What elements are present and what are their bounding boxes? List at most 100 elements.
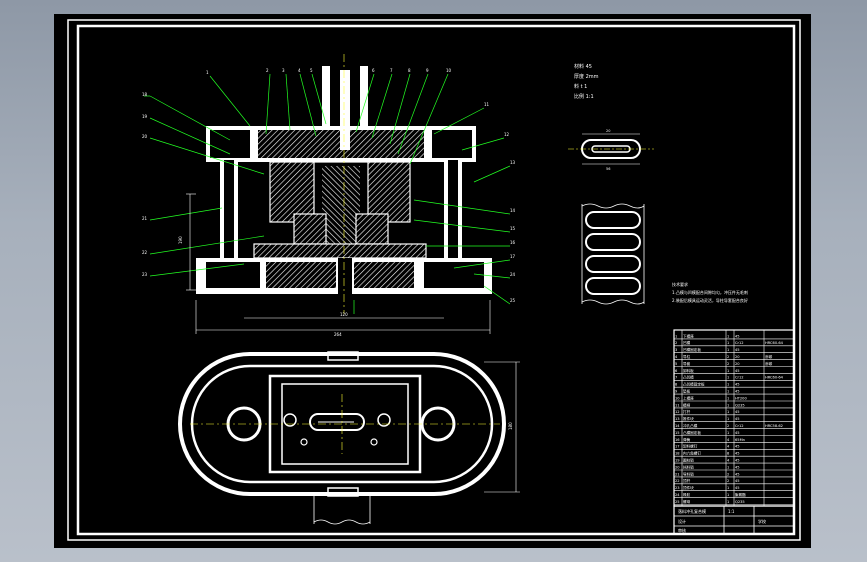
svg-text:厚度 2mm: 厚度 2mm [574, 73, 599, 80]
dim-blank-width: 20 [606, 129, 610, 133]
svg-text:15: 15 [510, 226, 516, 231]
bom-cell: 45 [735, 465, 740, 469]
bom-cell: 2 [727, 472, 729, 476]
bom-cell: 12 [675, 410, 680, 414]
technical-requirements: 技术要求 1.凸模与凹模配合间隙均匀，冲压件无毛刺 2.装配后模具运动灵活，导柱… [672, 281, 748, 303]
bom-cell: 1 [727, 403, 729, 407]
svg-text:比例 1:1: 比例 1:1 [574, 93, 594, 100]
bom-cell: 1 [727, 417, 729, 421]
svg-text:24: 24 [510, 272, 516, 277]
bom-cell: 45 [735, 334, 740, 338]
bom-cell: 15 [675, 431, 680, 435]
bom-cell: Cr12 [735, 424, 744, 428]
bom-cell: 1 [727, 341, 729, 345]
bom-cell: 渗碳 [765, 361, 773, 366]
bom-cell: 螺母 [683, 499, 691, 504]
bom-cell: 凸模固定板 [683, 430, 701, 435]
bom-cell: 45 [735, 383, 740, 387]
bom-cell: 弹簧 [683, 437, 691, 442]
svg-text:9: 9 [426, 68, 429, 73]
bom-cell: 卸料螺钉 [683, 444, 698, 449]
svg-text:21: 21 [142, 216, 148, 221]
bom-cell: 挡料销 [683, 464, 694, 469]
bom-cell: 1 [727, 396, 729, 400]
svg-text:2.装配后模具运动灵活，导柱导套配合良好: 2.装配后模具运动灵活，导柱导套配合良好 [672, 297, 748, 303]
bom-cell: Q235 [735, 403, 745, 407]
bom-cell: 1 [675, 334, 677, 338]
bom-cell: 内六角螺钉 [683, 451, 701, 456]
bom-cell: Cr12 [735, 376, 744, 380]
drawing-inner-border [76, 24, 796, 536]
bom-cell: 2 [675, 341, 677, 345]
bom-cell: 45 [735, 452, 740, 456]
title-block-designer: 设计 [678, 518, 686, 524]
title-block-scale: 1:1 [728, 509, 735, 514]
bom-cell: 45 [735, 431, 740, 435]
svg-text:11: 11 [484, 102, 490, 107]
bom-cell: 45 [735, 410, 740, 414]
svg-text:10: 10 [446, 68, 452, 73]
bom-cell: 导套 [683, 361, 691, 366]
bom-cell: 2 [727, 362, 729, 366]
bom-cell: 2 [727, 355, 729, 359]
svg-text:4: 4 [298, 68, 301, 73]
bom-cell: HRC58-62 [765, 424, 783, 428]
bom-cell: 2 [727, 424, 729, 428]
svg-text:20: 20 [142, 134, 148, 139]
bom-cell: 导料销 [683, 471, 694, 476]
bom-cell: 20 [735, 362, 740, 366]
bom-cell: 7 [675, 376, 677, 380]
bom-cell: 1 [727, 465, 729, 469]
bom-cell: 20 [735, 355, 740, 359]
bom-cell: 45 [735, 486, 740, 490]
svg-text:19: 19 [142, 114, 148, 119]
bom-cell: 顶件块 [683, 485, 694, 490]
svg-text:14: 14 [510, 208, 516, 213]
bom-cell: 下模座 [683, 333, 694, 338]
part-leader-lines [144, 73, 511, 314]
svg-text:16: 16 [510, 240, 516, 245]
front-section-view [196, 54, 492, 314]
svg-text:8: 8 [408, 68, 411, 73]
bom-cell: 2 [727, 479, 729, 483]
bom-cell: 23 [675, 486, 680, 490]
svg-text:5: 5 [310, 68, 313, 73]
bom-cell: 1 [727, 334, 729, 338]
dim-base-width: 264 [334, 332, 342, 337]
strip-layout-view [581, 203, 645, 305]
bom-cell: 45 [735, 479, 740, 483]
bom-cell: 22 [675, 479, 680, 483]
bom-cell: 21 [675, 472, 680, 476]
bom-cell: 1 [727, 383, 729, 387]
bom-cell: 上模座 [683, 395, 694, 400]
bom-cell: 45 [735, 459, 740, 463]
bom-cell: 导柱 [683, 354, 691, 359]
bom-cell: 橡胶 [683, 492, 691, 497]
svg-text:18: 18 [142, 92, 148, 97]
bom-cell: 5 [675, 362, 677, 366]
bom-cell: 17 [675, 445, 680, 449]
bom-cell: 凸凹模 [683, 375, 694, 380]
bom-cell: 8 [727, 452, 730, 456]
bom-cell: 4 [727, 445, 730, 449]
bom-cell: 16 [675, 438, 680, 442]
bom-cell: 圆柱销 [683, 458, 694, 463]
svg-text:3: 3 [282, 68, 285, 73]
svg-text:17: 17 [510, 254, 516, 259]
bom-cell: 65Mn [735, 438, 745, 442]
bom-cell: 冲孔凸模 [683, 423, 698, 428]
dimension-lines [186, 193, 520, 493]
bom-cell: 凹模固定板 [683, 347, 701, 352]
bom-cell: 卸料板 [683, 368, 694, 373]
title-block-school: 学校 [758, 518, 766, 524]
dim-plan-depth: 180 [508, 422, 513, 430]
svg-text:22: 22 [142, 250, 148, 255]
bom-cell: 1 [727, 493, 729, 497]
bom-cell: HRC60-64 [765, 376, 784, 380]
bom-cell: 凹模 [683, 340, 691, 345]
bom-cell: 45 [735, 445, 740, 449]
bom-cell: 渗碳 [765, 354, 773, 359]
